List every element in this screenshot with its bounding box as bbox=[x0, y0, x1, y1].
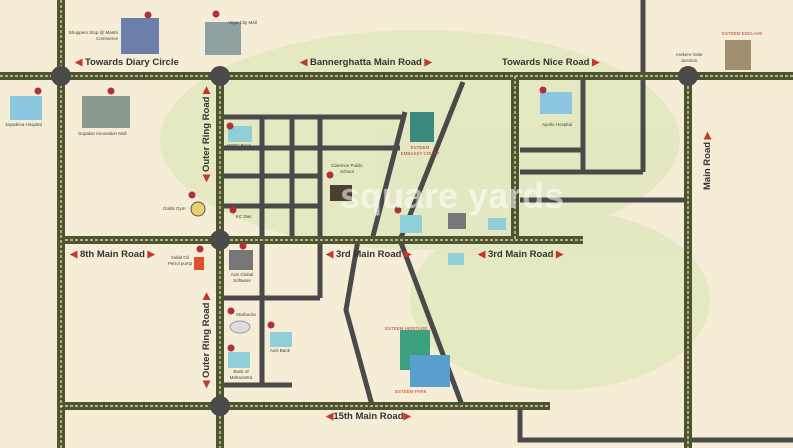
road-label-outer-ring-bottom: ◀ Outer Ring Road ▶ bbox=[201, 292, 212, 388]
road-label-outer-ring-top: ◀ Outer Ring Road ▶ bbox=[201, 86, 212, 182]
road-label-main-road: Main Road ▶ bbox=[702, 132, 713, 190]
landmark-axis-bank: Axis Bank bbox=[270, 348, 291, 353]
junctions bbox=[51, 66, 698, 416]
road-label-bannerghatta: ◀ Bannerghatta Main Road ▶ bbox=[300, 57, 432, 68]
landmark-arekere-gate: Arekere Gate Junction bbox=[675, 52, 703, 63]
landmark-vega-city-mall: Vega City Mall bbox=[228, 20, 257, 25]
road-text: Towards Diary Circle bbox=[84, 57, 179, 68]
road-label-15th-main: ◀15th Main Road▶ bbox=[326, 411, 411, 422]
road-label-towards-nice-road: Towards Nice Road ▶ bbox=[502, 57, 600, 68]
road-text: Outer Ring Road bbox=[201, 302, 212, 379]
road-label-8th-main: ◀ 8th Main Road ▶ bbox=[70, 249, 155, 260]
minor-roads bbox=[220, 0, 793, 443]
location-pins bbox=[34, 10, 547, 352]
landmark-indian-oil: Indial Oil Petrol pump bbox=[167, 255, 193, 266]
landmark-starbucks: Starbucks bbox=[236, 312, 257, 317]
road-label-3rd-main-left: ◀ 3rd Main Road ▶ bbox=[326, 249, 412, 260]
landmark-golds-gym: Golds Gym bbox=[163, 206, 186, 211]
road-label-3rd-main-right: ◀ 3rd Main Road ▶ bbox=[478, 249, 564, 260]
road-label-towards-diary-circle: ◀ Towards Diary Circle bbox=[75, 57, 179, 68]
watermark: square yards bbox=[340, 175, 565, 216]
landmark-apollo-hospital: Apollo Hospital bbox=[542, 122, 573, 127]
landmark-kc-das: KC Das bbox=[236, 214, 252, 219]
landmark-axis-global: Axis Global Software bbox=[230, 272, 254, 283]
road-text: 3rd Main Road bbox=[487, 249, 554, 260]
road-text: 8th Main Road bbox=[79, 249, 145, 260]
project-esteem-heritage: ESTEEM HERITAGE bbox=[385, 326, 428, 331]
road-text: Outer Ring Road bbox=[201, 96, 212, 173]
buildings bbox=[10, 18, 751, 387]
landmark-jayadeva-hospital: Jayadeva Hospital bbox=[5, 122, 42, 127]
project-esteem-enclave: ESTEEM ENCLAVE bbox=[722, 31, 763, 36]
road-text: Main Road bbox=[702, 141, 713, 190]
road-text: Towards Nice Road bbox=[502, 57, 590, 68]
project-esteem-court: ESTEEM EMBASSY COURT bbox=[400, 145, 440, 156]
landmark-shoppers-stop: Shoppers Stop @ Mantri Commerce bbox=[68, 30, 118, 41]
landmark-gopalan-mall: Gopalan Innovation Mall bbox=[78, 131, 127, 136]
project-esteem-park: ESTEEM PARK bbox=[395, 389, 427, 394]
landmark-bank-of-maharastra: Bank of Maharastra bbox=[229, 369, 253, 380]
road-text: 15th Main Road bbox=[333, 411, 404, 422]
landmark-clarence-school: Clarence Public School bbox=[331, 163, 363, 174]
landmark-hdfc-bank: HDFC Bank bbox=[227, 143, 252, 148]
road-text: 3rd Main Road bbox=[335, 249, 402, 260]
road-text: Bannerghatta Main Road bbox=[309, 57, 422, 68]
